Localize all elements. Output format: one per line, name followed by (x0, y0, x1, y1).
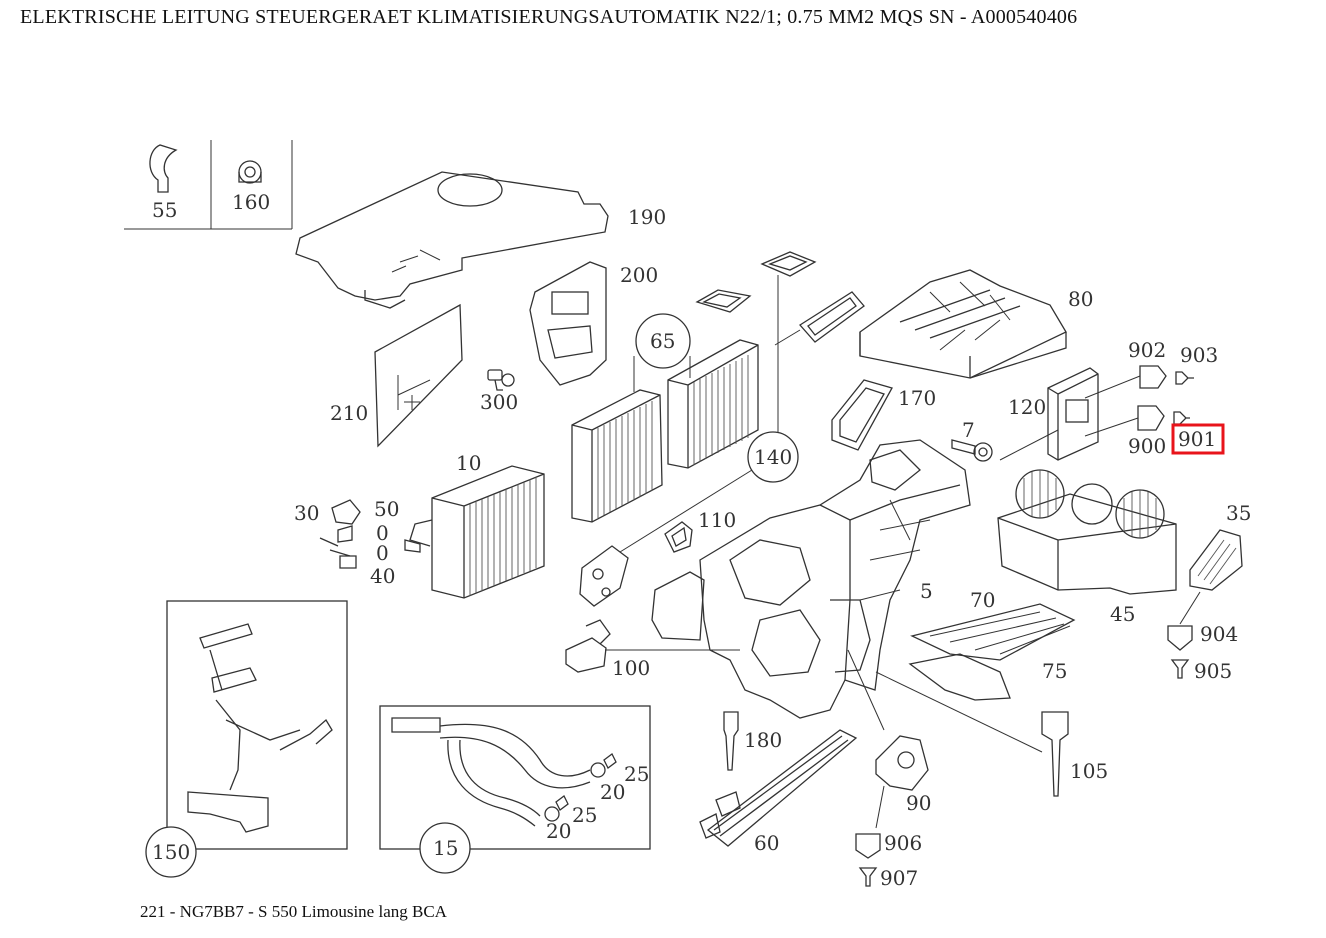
part-label-30[interactable]: 30 (294, 501, 319, 525)
part-label-905[interactable]: 905 (1194, 659, 1232, 683)
hvac-housing-5 (651, 439, 971, 719)
part-label-300[interactable]: 300 (480, 390, 518, 414)
air-filters-65 (571, 339, 759, 523)
part-label-50[interactable]: 50 (374, 497, 399, 521)
hose-box-15 (379, 705, 651, 850)
cover-plate-75 (908, 653, 1011, 701)
panel-200 (529, 261, 607, 386)
part-label-906[interactable]: 906 (884, 831, 922, 855)
seal-ring-glyph-2: 0 (376, 541, 389, 565)
part-label-904[interactable]: 904 (1200, 622, 1238, 646)
blower-unit-45 (997, 469, 1177, 595)
actuator-90 (875, 735, 929, 829)
part-label-150[interactable]: 150 (152, 840, 190, 864)
page-title: ELEKTRISCHE LEITUNG STEUERGERAET KLIMATI… (20, 6, 1078, 28)
connector-902 (1139, 365, 1194, 389)
panel-210 (374, 303, 463, 448)
callout-circle-140 (747, 431, 799, 483)
part-label-35[interactable]: 35 (1226, 501, 1251, 525)
part-label-15[interactable]: 15 (433, 836, 458, 860)
connector-900 (1137, 405, 1190, 431)
cover-plate-70 (910, 603, 1076, 661)
housing-cover-80 (859, 269, 1067, 379)
part-label-75[interactable]: 75 (1042, 659, 1067, 683)
part-label-55[interactable]: 55 (152, 198, 177, 222)
part-label-40[interactable]: 40 (370, 564, 395, 588)
part-label-902[interactable]: 902 (1128, 338, 1166, 362)
part-label-170[interactable]: 170 (898, 386, 936, 410)
part-label-100[interactable]: 100 (612, 656, 650, 680)
callout-circle-65 (635, 313, 691, 369)
connector-906 (855, 833, 881, 859)
seal-ring-glyph-1: 0 (376, 521, 389, 545)
linkage-box-150 (166, 600, 348, 850)
fastener-300 (487, 369, 515, 391)
small-parts-box (124, 140, 293, 230)
part-label-110[interactable]: 110 (698, 508, 736, 532)
part-label-60[interactable]: 60 (754, 831, 779, 855)
part-label-903[interactable]: 903 (1180, 343, 1218, 367)
part-label-900[interactable]: 900 (1128, 434, 1166, 458)
part-label-180[interactable]: 180 (744, 728, 782, 752)
part-label-45[interactable]: 45 (1110, 602, 1135, 626)
part-label-190[interactable]: 190 (628, 205, 666, 229)
part-label-20-lower[interactable]: 20 (546, 819, 571, 843)
resistor-35 (1179, 529, 1243, 625)
highlight-box-901 (1171, 423, 1225, 455)
insulation-mat-190 (295, 171, 609, 309)
part-label-5[interactable]: 5 (920, 579, 933, 603)
sensor-180 (723, 711, 739, 771)
connector-905 (1170, 659, 1190, 679)
control-unit-120 (999, 367, 1141, 461)
part-label-160[interactable]: 160 (232, 190, 270, 214)
part-label-65[interactable]: 65 (650, 329, 675, 353)
part-label-10[interactable]: 10 (456, 451, 481, 475)
part-label-105[interactable]: 105 (1070, 759, 1108, 783)
part-label-7[interactable]: 7 (962, 418, 975, 442)
connector-907 (858, 867, 878, 887)
filter-frames (695, 251, 865, 432)
evaporator-10 (404, 465, 545, 599)
part-label-70[interactable]: 70 (970, 588, 995, 612)
part-label-901[interactable]: 901 (1178, 427, 1216, 451)
part-label-25-lower[interactable]: 25 (572, 803, 597, 827)
part-label-200[interactable]: 200 (620, 263, 658, 287)
mounting-bracket (579, 469, 753, 607)
gasket-170 (831, 379, 893, 451)
part-label-90[interactable]: 90 (906, 791, 931, 815)
part-label-140[interactable]: 140 (754, 445, 792, 469)
part-label-907[interactable]: 907 (880, 866, 918, 890)
heater-core-60 (699, 649, 885, 847)
part-label-120[interactable]: 120 (1008, 395, 1046, 419)
callout-circle-150 (145, 826, 197, 878)
part-110 (664, 521, 693, 553)
sensor-105 (875, 671, 1069, 797)
part-label-25-upper[interactable]: 25 (624, 762, 649, 786)
screw-7 (951, 439, 993, 462)
connector-904 (1167, 625, 1193, 651)
callout-circle-15 (419, 822, 471, 874)
part-label-80[interactable]: 80 (1068, 287, 1093, 311)
part-label-210[interactable]: 210 (330, 401, 368, 425)
vehicle-footer: 221 - NG7BB7 - S 550 Limousine lang BCA (140, 902, 447, 921)
part-label-20-upper[interactable]: 20 (600, 780, 625, 804)
connector-100 (565, 619, 740, 673)
seals-30-40-50 (319, 499, 361, 569)
